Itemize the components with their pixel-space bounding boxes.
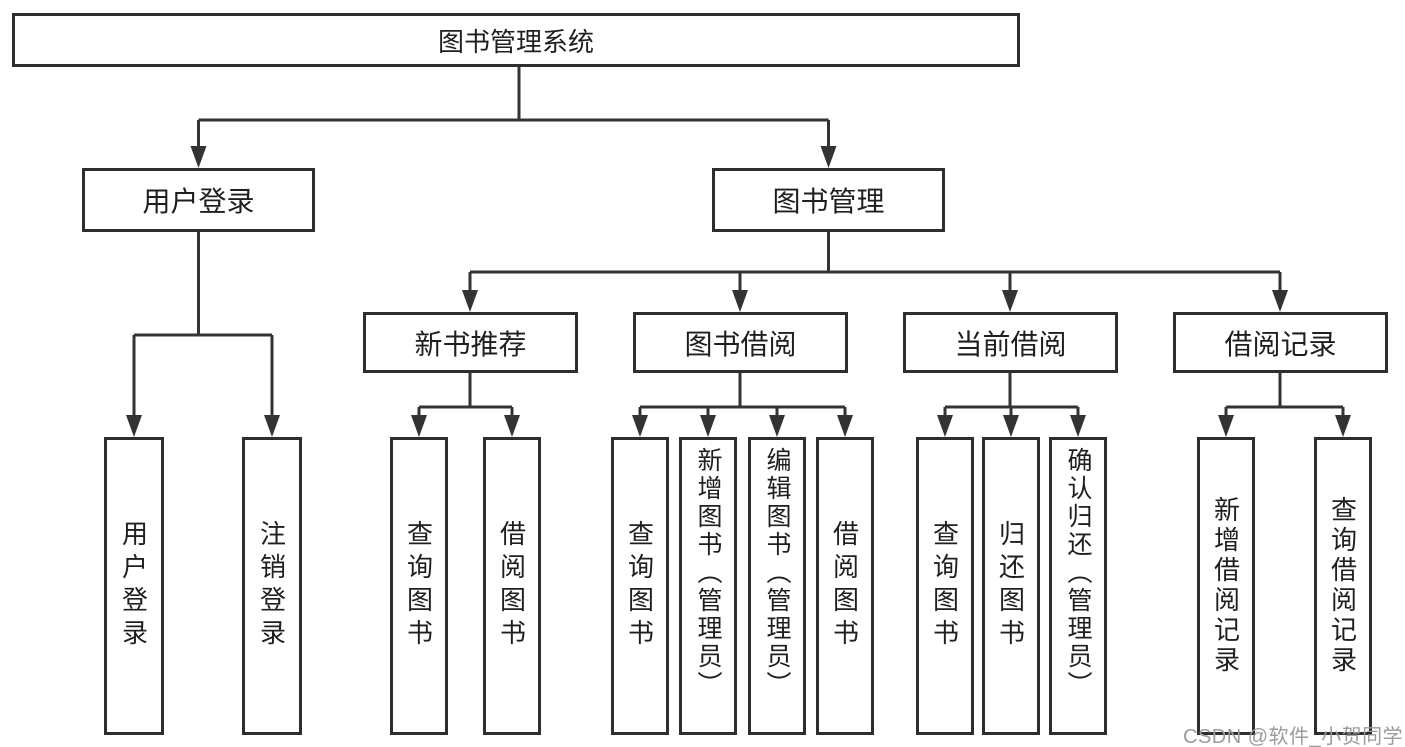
connector-path xyxy=(132,67,1345,421)
csdn-watermark: CSDN @软件_小贺同学 xyxy=(1183,726,1404,747)
leaf-return-books: 归还图书 xyxy=(982,437,1040,735)
arrowheads xyxy=(126,146,1351,437)
node-current-borrowing: 当前借阅 xyxy=(903,312,1118,373)
leaf-query-books-current: 查询图书 xyxy=(916,437,974,735)
node-book-borrowing: 图书借阅 xyxy=(633,312,848,373)
node-library-management-system: 图书管理系统 xyxy=(12,13,1020,67)
leaf-logout: 注销登录 xyxy=(242,437,302,735)
leaf-user-login: 用户登录 xyxy=(104,437,164,735)
leaf-borrow-books-recommend: 借阅图书 xyxy=(483,437,541,735)
node-new-book-recommendation: 新书推荐 xyxy=(363,312,578,373)
leaf-query-books-borrow: 查询图书 xyxy=(611,437,669,735)
leaf-confirm-return-admin: 确认归还（管理员） xyxy=(1049,437,1107,735)
leaf-query-books-recommend: 查询图书 xyxy=(390,437,448,735)
node-borrowing-records: 借阅记录 xyxy=(1173,312,1388,373)
node-book-management: 图书管理 xyxy=(712,168,945,232)
leaf-borrow-books: 借阅图书 xyxy=(816,437,874,735)
node-user-login: 用户登录 xyxy=(82,168,315,232)
leaf-add-books-admin: 新增图书（管理员） xyxy=(679,437,737,735)
leaf-edit-books-admin: 编辑图书（管理员） xyxy=(748,437,806,735)
leaf-query-borrow-record: 查询借阅记录 xyxy=(1314,437,1372,735)
leaf-add-borrow-record: 新增借阅记录 xyxy=(1197,437,1255,735)
